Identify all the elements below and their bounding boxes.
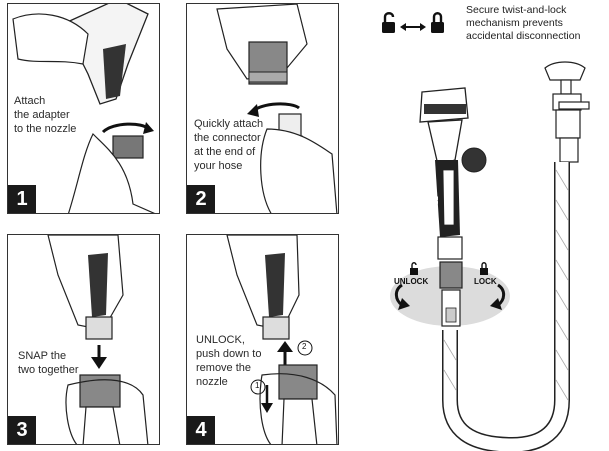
- step-2-caption: Quickly attach the connector at the end …: [194, 118, 264, 172]
- closed-padlock-icon: [431, 12, 444, 33]
- step-3-illustration: [47, 235, 149, 444]
- step-3-caption: SNAP the two together: [18, 350, 79, 376]
- step-2-number: 2: [187, 185, 215, 213]
- lock-padlock-icon: [480, 262, 488, 275]
- step-panel-1: Attach the adapter to the nozzle 1: [7, 3, 160, 214]
- step-4-illustration: [226, 235, 338, 444]
- step-1-illustration: [12, 4, 155, 213]
- lock-label: LOCK: [474, 277, 497, 286]
- nozzle-hose-illustration: [382, 12, 590, 451]
- unlock-padlock-icon: [410, 262, 418, 275]
- double-arrow-icon: [400, 23, 426, 31]
- unlock-label: UNLOCK: [394, 277, 429, 286]
- step-1-number: 1: [8, 185, 36, 213]
- step-4-caption: UNLOCK, push down to remove the nozzle: [196, 334, 262, 388]
- step-panel-2: Quickly attach the connector at the end …: [186, 3, 339, 214]
- brand-label: EDEN: [431, 196, 438, 216]
- open-padlock-icon: [382, 12, 395, 33]
- twist-lock-detail: Secure twist-and-lock mechanism prevents…: [350, 0, 609, 451]
- step-4-marker-1: 1: [255, 381, 260, 390]
- step-2-illustration: [216, 4, 338, 213]
- step-4-number: 4: [187, 416, 215, 444]
- step-1-caption: Attach the adapter to the nozzle: [14, 95, 77, 135]
- step-panel-3: SNAP the two together 3: [7, 234, 160, 445]
- step-3-number: 3: [8, 416, 36, 444]
- step-4-marker-2: 2: [302, 342, 307, 351]
- twist-lock-note: Secure twist-and-lock mechanism prevents…: [466, 4, 581, 42]
- step-panel-4: UNLOCK, push down to remove the nozzle 2…: [186, 234, 339, 445]
